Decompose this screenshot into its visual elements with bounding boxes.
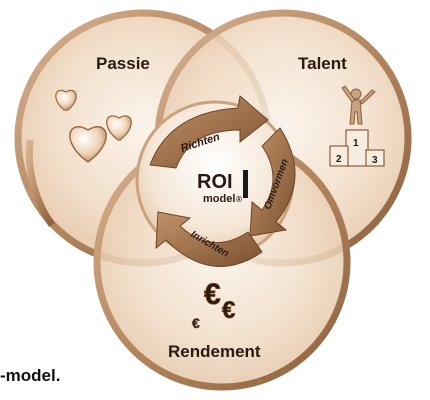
caption-text: -model. <box>0 366 61 385</box>
podium-2: 2 <box>336 154 342 165</box>
podium-winner-icon: 1 2 3 <box>329 85 385 167</box>
registered-mark: ® <box>236 195 242 204</box>
svg-text:€: € <box>192 315 200 331</box>
logo-main: ROI <box>197 171 233 193</box>
podium-1: 1 <box>353 138 359 149</box>
label-passie: Passie <box>96 54 150 73</box>
ring-overlap <box>25 139 55 228</box>
svg-text:€: € <box>222 297 235 324</box>
label-talent: Talent <box>298 54 347 73</box>
podium-3: 3 <box>372 155 378 166</box>
cycle-arrows-icon <box>149 95 296 267</box>
hearts-icon <box>55 89 132 163</box>
label-rendement: Rendement <box>168 342 261 361</box>
euro-coins-icon: € € € <box>192 278 236 332</box>
logo-sub: model <box>203 193 235 205</box>
svg-text:€: € <box>204 278 221 311</box>
roi-model-logo: ROI model ® <box>197 170 248 205</box>
